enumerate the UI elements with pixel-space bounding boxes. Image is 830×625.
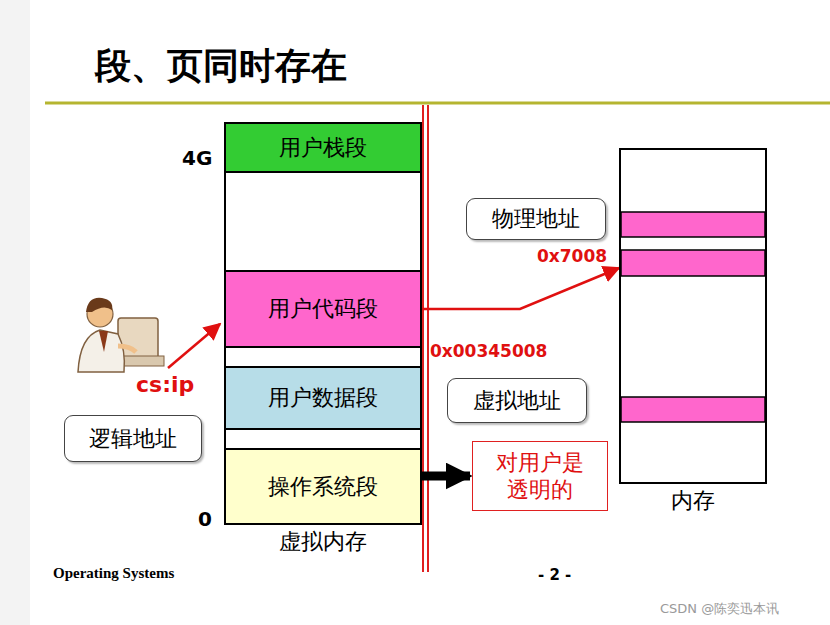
box-label: 逻辑地址: [89, 424, 177, 454]
box-label: 虚拟地址: [473, 386, 561, 416]
address-callout: 物理地址: [466, 198, 606, 240]
box-label: 操作系统段: [268, 472, 378, 502]
translation-arrow: [420, 268, 619, 309]
margin-band: [0, 0, 30, 625]
address-mark: 4G: [182, 146, 212, 170]
pointer-arrow: [168, 324, 220, 368]
note-box: 对用户是 透明的: [472, 441, 608, 511]
user-figure: [78, 298, 164, 372]
box-label: 用户代码段: [268, 294, 378, 324]
box-label: 对用户是 透明的: [483, 449, 597, 504]
virtual-memory-column: 虚拟内存用户栈段用户代码段用户数据段操作系统段: [224, 122, 422, 525]
data-segment: 用户数据段: [226, 366, 420, 430]
address-mark: 0: [198, 507, 212, 531]
code-segment: 用户代码段: [226, 270, 420, 348]
box-label: 物理地址: [492, 204, 580, 234]
divider-line: [422, 105, 424, 572]
title-rule: [45, 102, 830, 105]
physical-address-value: 0x7008: [537, 246, 607, 266]
page-frame: [621, 212, 765, 237]
watermark: CSDN @陈奕迅本讯: [660, 600, 779, 618]
address-callout: 虚拟地址: [447, 378, 587, 423]
footer-text: Operating Systems: [53, 565, 174, 582]
memory-column: 内存: [619, 148, 767, 484]
stack-segment: 用户栈段: [226, 124, 420, 173]
page-frame: [621, 397, 765, 422]
os-segment: 操作系统段: [226, 448, 420, 523]
logical-address: cs:ip: [136, 372, 194, 397]
slide-title: 段、页同时存在: [95, 42, 347, 91]
box-label: 用户数据段: [268, 383, 378, 413]
address-callout: 逻辑地址: [64, 415, 202, 462]
page-number: - 2 -: [538, 566, 571, 584]
divider-line: [427, 105, 429, 572]
column-caption: 虚拟内存: [206, 527, 440, 557]
box-label: 用户栈段: [279, 133, 367, 163]
block-arrow: [420, 472, 470, 481]
column-caption: 内存: [601, 486, 785, 516]
virtual-address-value: 0x00345008: [430, 341, 547, 361]
page-frame: [621, 250, 765, 276]
